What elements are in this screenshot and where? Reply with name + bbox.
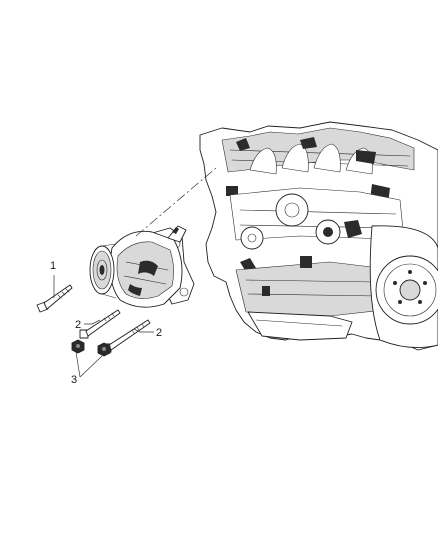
callout-2-right: 2 [133,327,162,339]
mounting-bolt-1 [36,284,73,313]
leader-line-2b [133,328,154,333]
ac-compressor [89,225,195,308]
callout-label-2a: 2 [75,319,81,331]
callout-label-2b: 2 [156,327,162,339]
nut-3b [97,342,111,357]
alignment-line [135,167,217,237]
leader-line-3b [79,355,103,378]
mounting-bolt-2a [79,309,121,339]
callout-3: 3 [71,351,103,386]
callout-1: 1 [50,260,56,298]
engine-assembly [199,121,438,351]
callout-label-1: 1 [50,260,56,272]
leader-line-2a [84,319,101,325]
nut-3a [71,339,85,354]
callout-2-left: 2 [75,319,101,331]
leader-line-3a [75,351,81,378]
callout-label-3: 3 [71,374,77,386]
